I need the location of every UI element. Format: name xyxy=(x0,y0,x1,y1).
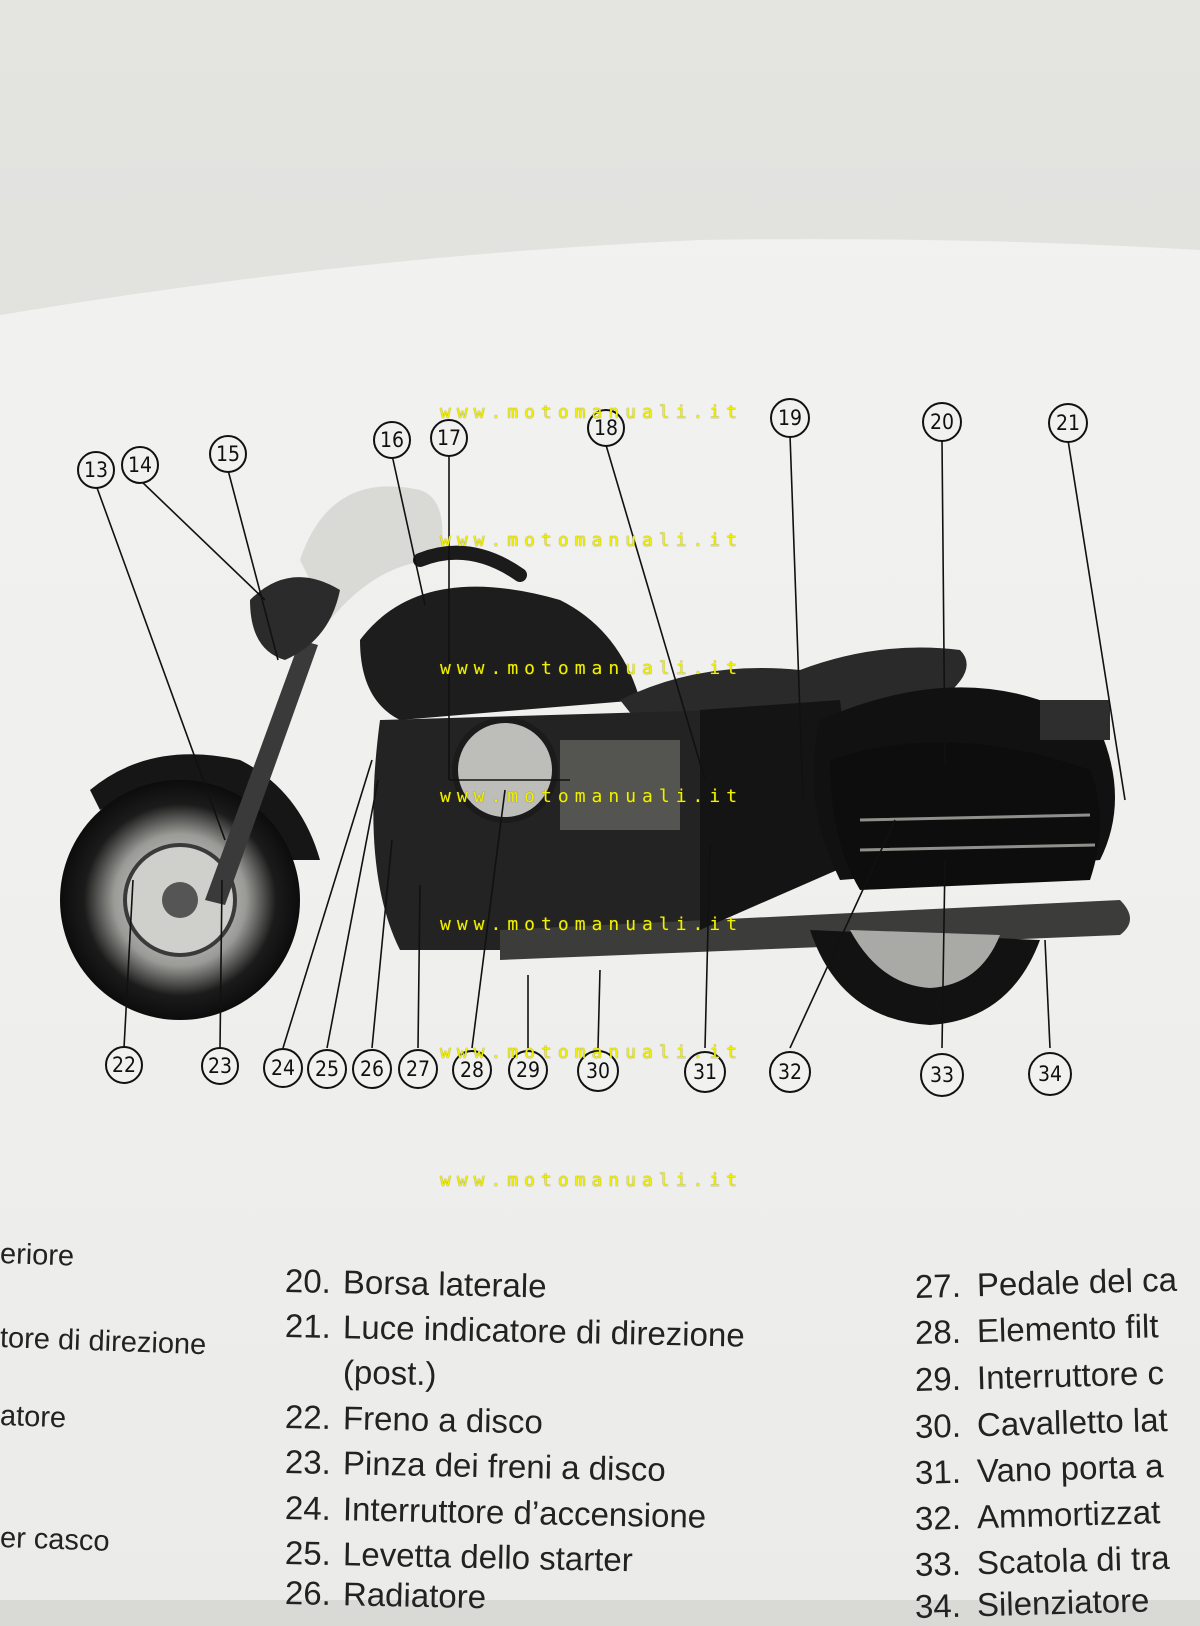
legend-item-32: 32.Ammortizzat xyxy=(914,1493,1161,1537)
legend-item-27: 27.Pedale del ca xyxy=(914,1260,1178,1305)
exhaust-shape xyxy=(500,900,1130,960)
watermark-text: www.motomanuali.it xyxy=(440,1170,744,1191)
legend-item-34: 34.Silenziatore xyxy=(914,1581,1150,1625)
svg-text:23: 23 xyxy=(208,1054,232,1078)
legend-item-30: 30.Cavalletto lat xyxy=(914,1400,1169,1445)
legend-item-20: 20.Borsa laterale xyxy=(284,1262,547,1305)
saddlebag-shape xyxy=(830,742,1100,890)
callouts: 13 14 15 16 17 18 19 20 21 22 23 24 25 2… xyxy=(77,398,1088,1097)
callout-30: 30 xyxy=(577,1050,619,1092)
leader-lines xyxy=(95,434,1126,1049)
callout-25: 25 xyxy=(307,1049,347,1089)
legend-item-33: 33.Scatola di tra xyxy=(914,1538,1171,1583)
legend-item-29: 29.Interruttore c xyxy=(914,1354,1165,1398)
callout-21: 21 xyxy=(1048,403,1088,443)
callout-24: 24 xyxy=(263,1048,303,1088)
svg-text:21: 21 xyxy=(1056,411,1080,435)
svg-text:30: 30 xyxy=(586,1059,610,1083)
svg-text:26: 26 xyxy=(360,1057,384,1081)
svg-text:34: 34 xyxy=(1038,1062,1062,1086)
headlight-shape xyxy=(250,577,340,660)
callout-29: 29 xyxy=(508,1050,548,1090)
watermark-text: www.motomanuali.it xyxy=(440,914,744,935)
svg-text:19: 19 xyxy=(778,406,802,430)
svg-text:20: 20 xyxy=(930,410,954,434)
callout-14: 14 xyxy=(121,446,159,484)
legend-item: eriore xyxy=(0,1238,75,1273)
svg-text:28: 28 xyxy=(460,1058,484,1082)
legend-item: er casco xyxy=(0,1522,111,1558)
legend-item: atore xyxy=(0,1400,67,1435)
callout-18: 18 xyxy=(587,409,625,447)
callout-32: 32 xyxy=(769,1051,811,1093)
svg-text:33: 33 xyxy=(930,1063,954,1087)
svg-text:22: 22 xyxy=(112,1053,136,1077)
svg-text:13: 13 xyxy=(84,458,108,482)
callout-31: 31 xyxy=(684,1051,726,1093)
watermark-text: www.motomanuali.it xyxy=(440,1042,744,1063)
watermark-text: www.motomanuali.it xyxy=(440,658,744,679)
svg-text:16: 16 xyxy=(380,428,404,452)
legend-item-21-cont: (post.) xyxy=(342,1353,437,1393)
saddlebag-trim-shape xyxy=(859,813,1096,852)
callout-27: 27 xyxy=(398,1049,438,1089)
front-fork-shape xyxy=(205,640,318,905)
watermark-text: www.motomanuali.it xyxy=(440,530,744,551)
callout-23: 23 xyxy=(201,1047,239,1085)
svg-text:14: 14 xyxy=(128,453,152,477)
watermark-text: www.motomanuali.it xyxy=(440,786,744,807)
legend-item-22: 22.Freno a disco xyxy=(284,1398,544,1441)
watermark-text: www.motomanuali.it xyxy=(440,402,744,423)
handlebar-shape xyxy=(413,545,527,582)
fuel-tank-shape xyxy=(360,586,640,720)
rear-wheel-rim-shape xyxy=(850,930,1000,988)
callout-28: 28 xyxy=(452,1050,492,1090)
legend-item-25: 25.Levetta dello starter xyxy=(284,1534,634,1579)
callout-33: 33 xyxy=(920,1053,964,1097)
callout-13: 13 xyxy=(77,451,115,489)
svg-text:31: 31 xyxy=(693,1060,717,1084)
legend-item-26: 26.Radiatore xyxy=(284,1574,487,1616)
svg-text:27: 27 xyxy=(406,1057,430,1081)
callout-17: 17 xyxy=(430,419,468,457)
legend-item-23: 23.Pinza dei freni a disco xyxy=(284,1443,667,1488)
svg-text:25: 25 xyxy=(315,1057,339,1081)
svg-text:18: 18 xyxy=(594,416,618,440)
svg-text:32: 32 xyxy=(778,1060,802,1084)
svg-text:15: 15 xyxy=(216,442,240,466)
callout-34: 34 xyxy=(1028,1052,1072,1096)
callout-19: 19 xyxy=(770,398,810,438)
svg-text:24: 24 xyxy=(271,1056,295,1080)
luggage-rack-shape xyxy=(1040,700,1110,740)
callout-26: 26 xyxy=(352,1049,392,1089)
engine-cover-shape xyxy=(452,717,558,823)
front-hub-shape xyxy=(162,882,198,918)
callout-15: 15 xyxy=(209,435,247,473)
svg-text:17: 17 xyxy=(437,426,461,450)
legend-item-31: 31.Vano porta a xyxy=(914,1447,1164,1491)
legend-item-28: 28.Elemento filt xyxy=(914,1307,1160,1351)
svg-text:29: 29 xyxy=(516,1058,540,1082)
callout-20: 20 xyxy=(922,402,962,442)
engine-fins-shape xyxy=(560,740,680,830)
callout-22: 22 xyxy=(105,1046,143,1084)
callout-16: 16 xyxy=(373,421,411,459)
